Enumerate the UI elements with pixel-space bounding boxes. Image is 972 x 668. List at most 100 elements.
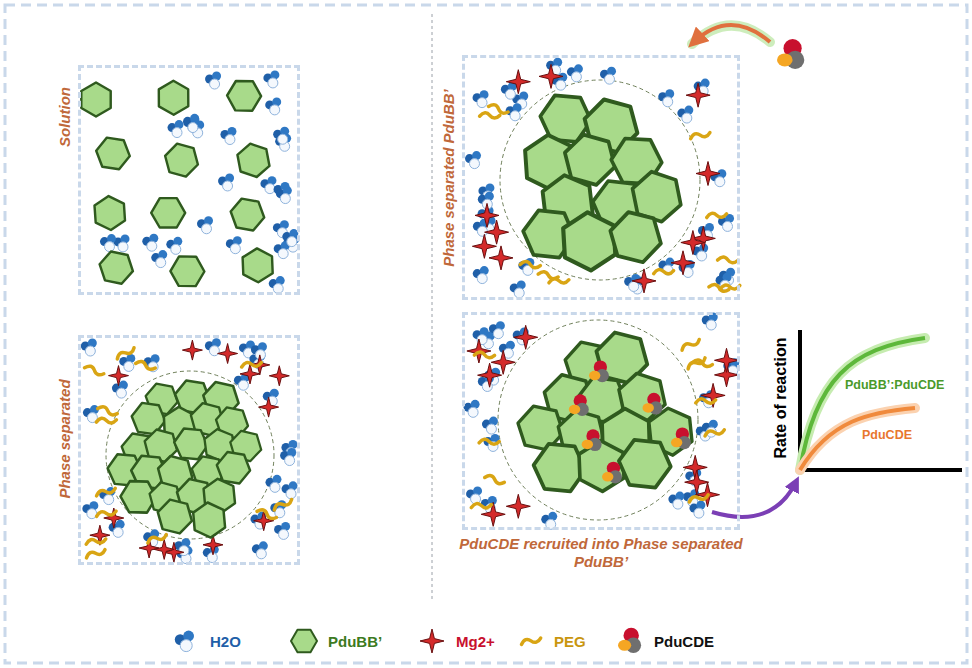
water-molecule [473, 327, 489, 345]
mg-ion-star [218, 344, 238, 364]
pdubb-hexagon [227, 81, 261, 111]
peg-chain [485, 474, 505, 486]
pdubb-hexagon [579, 441, 624, 492]
legend-item: PduCDE [612, 626, 714, 656]
peg-chain [96, 510, 116, 517]
water-molecule [280, 448, 296, 466]
water-molecule [168, 120, 184, 138]
pducde-enzyme [582, 429, 602, 451]
water-molecule [114, 234, 130, 252]
mg-ion-star [182, 340, 202, 360]
mg-ion-star [685, 470, 709, 494]
peg-chain [707, 213, 727, 218]
pdubb-hexagon [100, 252, 133, 284]
water-molecule [265, 475, 281, 493]
mg-ion-star [472, 234, 496, 258]
water-molecule [567, 64, 583, 82]
pdubb-hexagon [563, 212, 615, 270]
purple-arrow [712, 482, 796, 517]
pdubb-hexagon [158, 500, 192, 534]
mg-ion-star [478, 363, 502, 387]
water-molecule [600, 67, 616, 85]
pducde-enzyme [589, 360, 609, 382]
arrow-glow [692, 25, 770, 44]
peg-chain [488, 103, 508, 115]
mg-ion-star [109, 366, 129, 386]
peg-chain [680, 339, 700, 351]
water-molecule [226, 236, 242, 254]
peg-chain [718, 256, 738, 264]
mg-ion-star [259, 397, 279, 417]
pducde-enzyme [618, 628, 641, 653]
mg-ion-star [686, 83, 710, 107]
pdubb-hexagon [174, 429, 208, 460]
peg-chain [241, 362, 261, 368]
mg-ion-star [514, 325, 538, 349]
mg-ion-star [164, 542, 184, 562]
water-molecule [274, 522, 290, 540]
water-molecule [668, 492, 684, 510]
peg-chain [86, 538, 106, 545]
water-molecule [119, 354, 135, 372]
legend-text: PEG [554, 633, 586, 650]
water-molecule [205, 72, 221, 90]
peg-chain [96, 487, 116, 496]
mg-ion-star [696, 162, 720, 186]
water-molecule [183, 115, 199, 133]
peg-chain [654, 269, 674, 273]
illustration-panel: PduCDE recruited into Phase separated Pd… [462, 312, 740, 530]
peg-chain [479, 439, 499, 445]
water-molecule [220, 127, 236, 145]
peg-chain [135, 360, 155, 371]
axis-title: Rate of reaction [772, 338, 790, 459]
water-molecule [177, 546, 193, 564]
water-molecule [276, 186, 292, 204]
mg-ion-star [254, 511, 274, 531]
curve-label: PduBB’:PduCDE [845, 378, 944, 392]
curve-label: PduCDE [862, 428, 912, 442]
panel-label: Solution [56, 87, 73, 147]
pdubb-hexagon [291, 630, 317, 653]
water-molecule [218, 173, 234, 191]
legend-item: PEG [512, 626, 586, 656]
water-molecule [465, 151, 481, 169]
peg-chain [84, 364, 104, 377]
pducde-enzyme [569, 394, 589, 416]
water-molecule [510, 280, 526, 298]
peg-chain [96, 418, 116, 423]
pducde-enzyme [671, 427, 691, 449]
water-molecule [702, 313, 718, 331]
panel-label: Phase separated [56, 379, 73, 498]
mg-ion-star [269, 366, 289, 386]
peg-chain [257, 508, 277, 521]
water-molecule [658, 89, 674, 107]
water-molecule [273, 127, 289, 145]
water-molecule [282, 481, 298, 499]
water-molecule [252, 541, 268, 559]
pdubb-hexagon [217, 452, 250, 484]
recruit-arrow [694, 25, 770, 42]
pdubb-hexagon [165, 144, 198, 177]
mg-ion-star [489, 246, 513, 270]
water-molecule [166, 237, 182, 255]
pducde-enzyme [643, 393, 663, 415]
peg-chain [98, 405, 118, 417]
pdubb-hexagon [237, 144, 269, 177]
pdubb-hexagon [170, 256, 204, 286]
legend-swatch [168, 626, 204, 656]
water-molecule [282, 229, 298, 247]
mg-ion-star [481, 502, 505, 526]
rate-chart [800, 330, 962, 470]
mg-ion-star [485, 220, 509, 244]
water-molecule [142, 234, 158, 252]
mg-ion-star [154, 539, 174, 559]
peg-chain [116, 347, 136, 360]
legend-swatch [286, 626, 322, 656]
legend-swatch [512, 626, 548, 656]
mg-ion-star [104, 508, 124, 528]
peg-chain [273, 499, 293, 511]
peg-chain [85, 549, 105, 559]
water-molecule [499, 341, 515, 359]
pdubb-hexagon [151, 198, 185, 227]
peg-chain [549, 279, 569, 283]
